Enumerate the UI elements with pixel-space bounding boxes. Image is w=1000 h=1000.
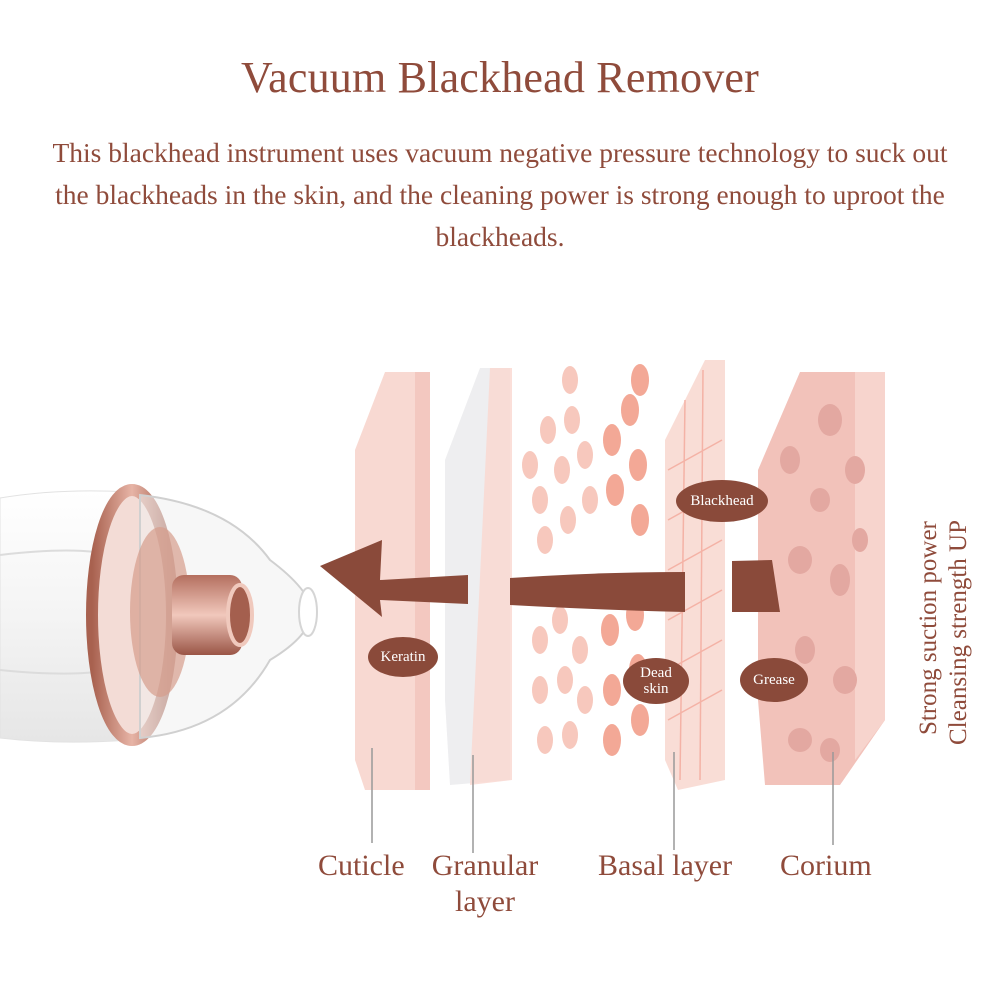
dead-skin-line2: skin [643,681,669,697]
granular-layer-label: Granular layer [425,848,545,920]
grease-bubble: Grease [740,658,808,702]
keratin-bubble: Keratin [368,637,438,677]
blackhead-device-illustration [0,484,318,746]
blackhead-bubble: Blackhead [676,480,768,522]
dead-skin-bubble: Dead skin [623,658,689,704]
description-text: This blackhead instrument uses vacuum ne… [52,137,948,252]
suction-arrow-icon [320,540,780,617]
cell-cluster [522,364,649,756]
corium-label: Corium [780,849,872,882]
cleansing-strength-text: Cleansing strength UP [945,520,972,745]
side-feature-text: Strong suction power Cleansing strength … [915,460,975,745]
page-title: Vacuum Blackhead Remover [241,53,759,102]
dead-skin-line1: Dead [640,665,672,681]
granular-line2: layer [455,885,515,918]
granular-line1: Granular [431,849,539,882]
granular-layer [445,368,512,785]
corium-layer [758,372,885,785]
cuticle-label: Cuticle [318,849,405,882]
basal-layer-label: Basal layer [598,849,733,882]
label-pointer-lines [371,748,834,853]
strong-suction-text: Strong suction power [915,521,942,735]
